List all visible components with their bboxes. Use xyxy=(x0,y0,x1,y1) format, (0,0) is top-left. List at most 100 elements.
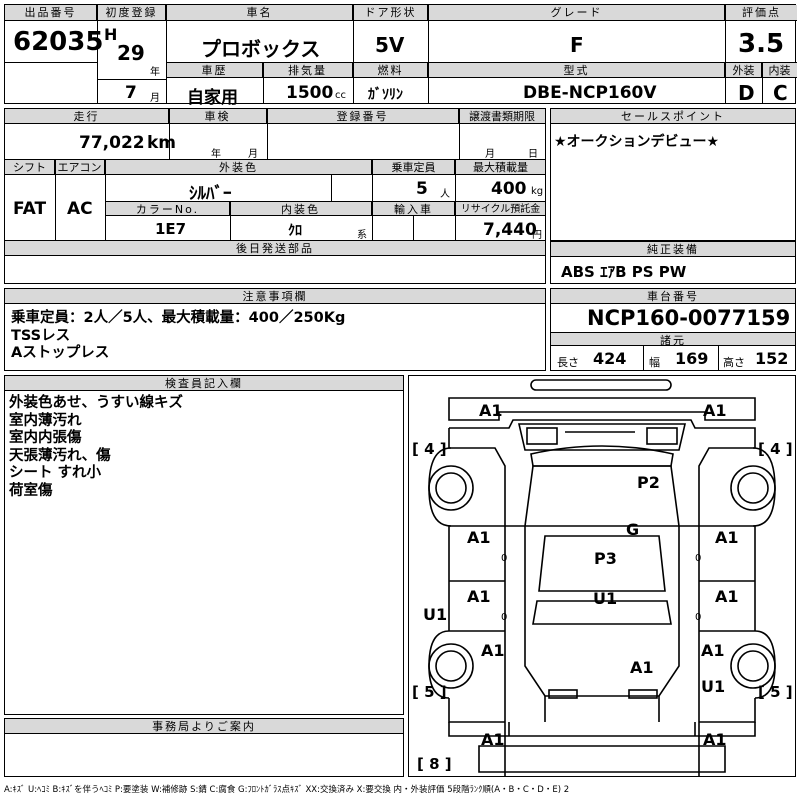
mark-rear-glass: P3 xyxy=(594,549,617,568)
later-parts-label: 後日発送部品 xyxy=(5,241,545,256)
exterior-score: D xyxy=(738,81,755,105)
mark-tailgate: U1 xyxy=(593,589,618,608)
ac: AC xyxy=(67,199,93,219)
score-label: 評価点 xyxy=(726,5,797,21)
chassis-label: 車台番号 xyxy=(551,289,795,304)
ac-label: エアコン xyxy=(55,160,105,175)
color-no-label: カラーNo. xyxy=(106,202,230,216)
length-label: 長さ xyxy=(557,356,579,369)
mark-right-rear-door: A1 xyxy=(715,587,739,606)
width-label: 幅 xyxy=(649,356,660,369)
reg-number-label: 登録番号 xyxy=(267,109,459,124)
equipment-section: 純正装備 ABS ｴｱB PS PW xyxy=(550,241,796,284)
fuel-label: 燃料 xyxy=(354,63,428,78)
first-reg-month: 7 xyxy=(125,83,137,103)
caution-label: 注意事項欄 xyxy=(5,289,545,304)
caution-line: TSSレス xyxy=(11,327,71,344)
lot-number-label: 出品番号 xyxy=(5,5,97,21)
interior-label: 内装 xyxy=(762,63,797,78)
mark-front-right: A1 xyxy=(703,401,727,420)
capacity: 5 xyxy=(416,179,428,199)
caution-section: 注意事項欄 乗車定員：2人／5人、最大積載量：400／250Kg TSSレス A… xyxy=(4,288,546,371)
spare-tire: [ 8 ] xyxy=(417,755,452,773)
tire-front-right: [ 4 ] xyxy=(758,440,793,458)
first-registration-label: 初度登録 xyxy=(98,5,166,21)
tire-rear-left: [ 5 ] xyxy=(412,683,447,701)
car-outline xyxy=(428,379,776,776)
mark-left-quarter: A1 xyxy=(481,641,505,660)
door-label: ドア形状 xyxy=(354,5,428,21)
tire-rear-right: [ 5 ] xyxy=(758,683,793,701)
mark-windshield: G xyxy=(626,520,640,539)
mark-zero: 0 xyxy=(695,612,702,623)
height-label: 高さ xyxy=(723,356,745,369)
length: 424 xyxy=(593,349,627,368)
capacity-label: 乗車定員 xyxy=(373,160,455,175)
int-color-label: 内装色 xyxy=(230,202,372,216)
inspector-line: 天張薄汚れ、傷 xyxy=(9,447,111,464)
chassis-section: 車台番号 NCP160-0077159 諸元 長さ 424 幅 169 高さ 1… xyxy=(550,288,796,371)
history-label: 車歴 xyxy=(167,63,263,78)
recycle-fee: 7,440 xyxy=(483,220,537,240)
mark-rear-bumper-left: A1 xyxy=(481,730,505,749)
inspector-line: 外装色あせ、うすい線キズ xyxy=(9,395,183,411)
mileage: 77,022 xyxy=(79,133,145,153)
history: 自家用 xyxy=(187,88,238,108)
inspection-label: 車検 xyxy=(169,109,267,124)
mark-zero: 0 xyxy=(501,612,508,623)
transfer-month-unit: 月 xyxy=(485,149,495,160)
displacement-label: 排気量 xyxy=(263,63,353,78)
mark-zero: 0 xyxy=(695,553,702,564)
year-unit: 年 xyxy=(150,67,160,78)
mileage-label: 走行 xyxy=(5,109,169,124)
lot-number: 62035 xyxy=(13,27,104,57)
int-color-unit: 系 xyxy=(357,230,367,241)
mark-zero: 0 xyxy=(501,553,508,564)
vehicle-header-section: 出品番号 62035 初度登録 H 29 年 7 月 車名 プロボックス 車歴 … xyxy=(4,4,797,108)
load-label: 最大積載量 xyxy=(456,160,545,175)
mark-rear-panel: A1 xyxy=(630,658,654,677)
mark-right-quarter: A1 xyxy=(701,641,725,660)
displacement-unit: cc xyxy=(335,90,346,101)
interior-score: C xyxy=(773,81,788,105)
mark-left-rear-door: A1 xyxy=(467,587,491,606)
car-damage-diagram: A1 A1 [ 4 ] [ 4 ] P2 G A1 A1 0 0 P3 A1 A… xyxy=(408,375,796,777)
mark-right-quarter-lower: U1 xyxy=(701,677,726,696)
inspector-label: 検査員記入欄 xyxy=(5,376,403,391)
sales-point-label: セールスポイント xyxy=(551,109,795,124)
inspector-line: 室内内張傷 xyxy=(9,430,82,446)
mark-rear-bumper-right: A1 xyxy=(703,730,727,749)
ext-color: ｼﾙﾊﾞｰ xyxy=(189,184,232,204)
transfer-day-unit: 日 xyxy=(528,149,538,160)
legend-text: A:ｷｽﾞ U:ﾍｺﾐ B:ｷｽﾞを伴うﾍｺﾐ P:要塗装 W:補修跡 S:錆 … xyxy=(4,785,570,795)
capacity-unit: 人 xyxy=(440,189,450,200)
score: 3.5 xyxy=(738,29,785,59)
shift: FAT xyxy=(13,199,47,219)
chassis-number: NCP160-0077159 xyxy=(587,306,791,330)
door-type: 5V xyxy=(375,33,405,57)
car-name: プロボックス xyxy=(201,37,321,61)
sales-point-section: セールスポイント ★オークションデビュー★ xyxy=(550,108,796,241)
height: 152 xyxy=(755,349,789,368)
import-label: 輸入車 xyxy=(373,202,455,216)
grade-label: グレード xyxy=(429,5,725,21)
caution-line: 乗車定員：2人／5人、最大積載量：400／250Kg xyxy=(11,310,346,326)
max-load: 400 xyxy=(491,179,527,199)
equipment-label: 純正装備 xyxy=(551,242,795,257)
recycle-label: リサイクル預託金 xyxy=(456,202,545,216)
inspector-line: 室内薄汚れ xyxy=(9,412,82,429)
shift-label: シフト xyxy=(5,160,55,175)
first-reg-year: 29 xyxy=(117,41,145,65)
vehicle-detail-section: 走行 車検 登録番号 譲渡書類期限 77,022 km 年 月 月 日 シフト … xyxy=(4,108,546,284)
transfer-label: 譲渡書類期限 xyxy=(459,109,545,124)
tire-front-left: [ 4 ] xyxy=(412,440,447,458)
model-label: 型式 xyxy=(429,63,725,78)
grade: F xyxy=(570,33,584,57)
office-label: 事務局よりご案内 xyxy=(5,719,403,734)
mark-left-front-door: A1 xyxy=(467,528,491,547)
int-color: ｸﾛ xyxy=(288,223,302,239)
era: H xyxy=(104,25,118,44)
mileage-unit: km xyxy=(147,133,177,153)
office-notes-section: 事務局よりご案内 xyxy=(4,718,404,777)
exterior-label: 外装 xyxy=(726,63,762,78)
